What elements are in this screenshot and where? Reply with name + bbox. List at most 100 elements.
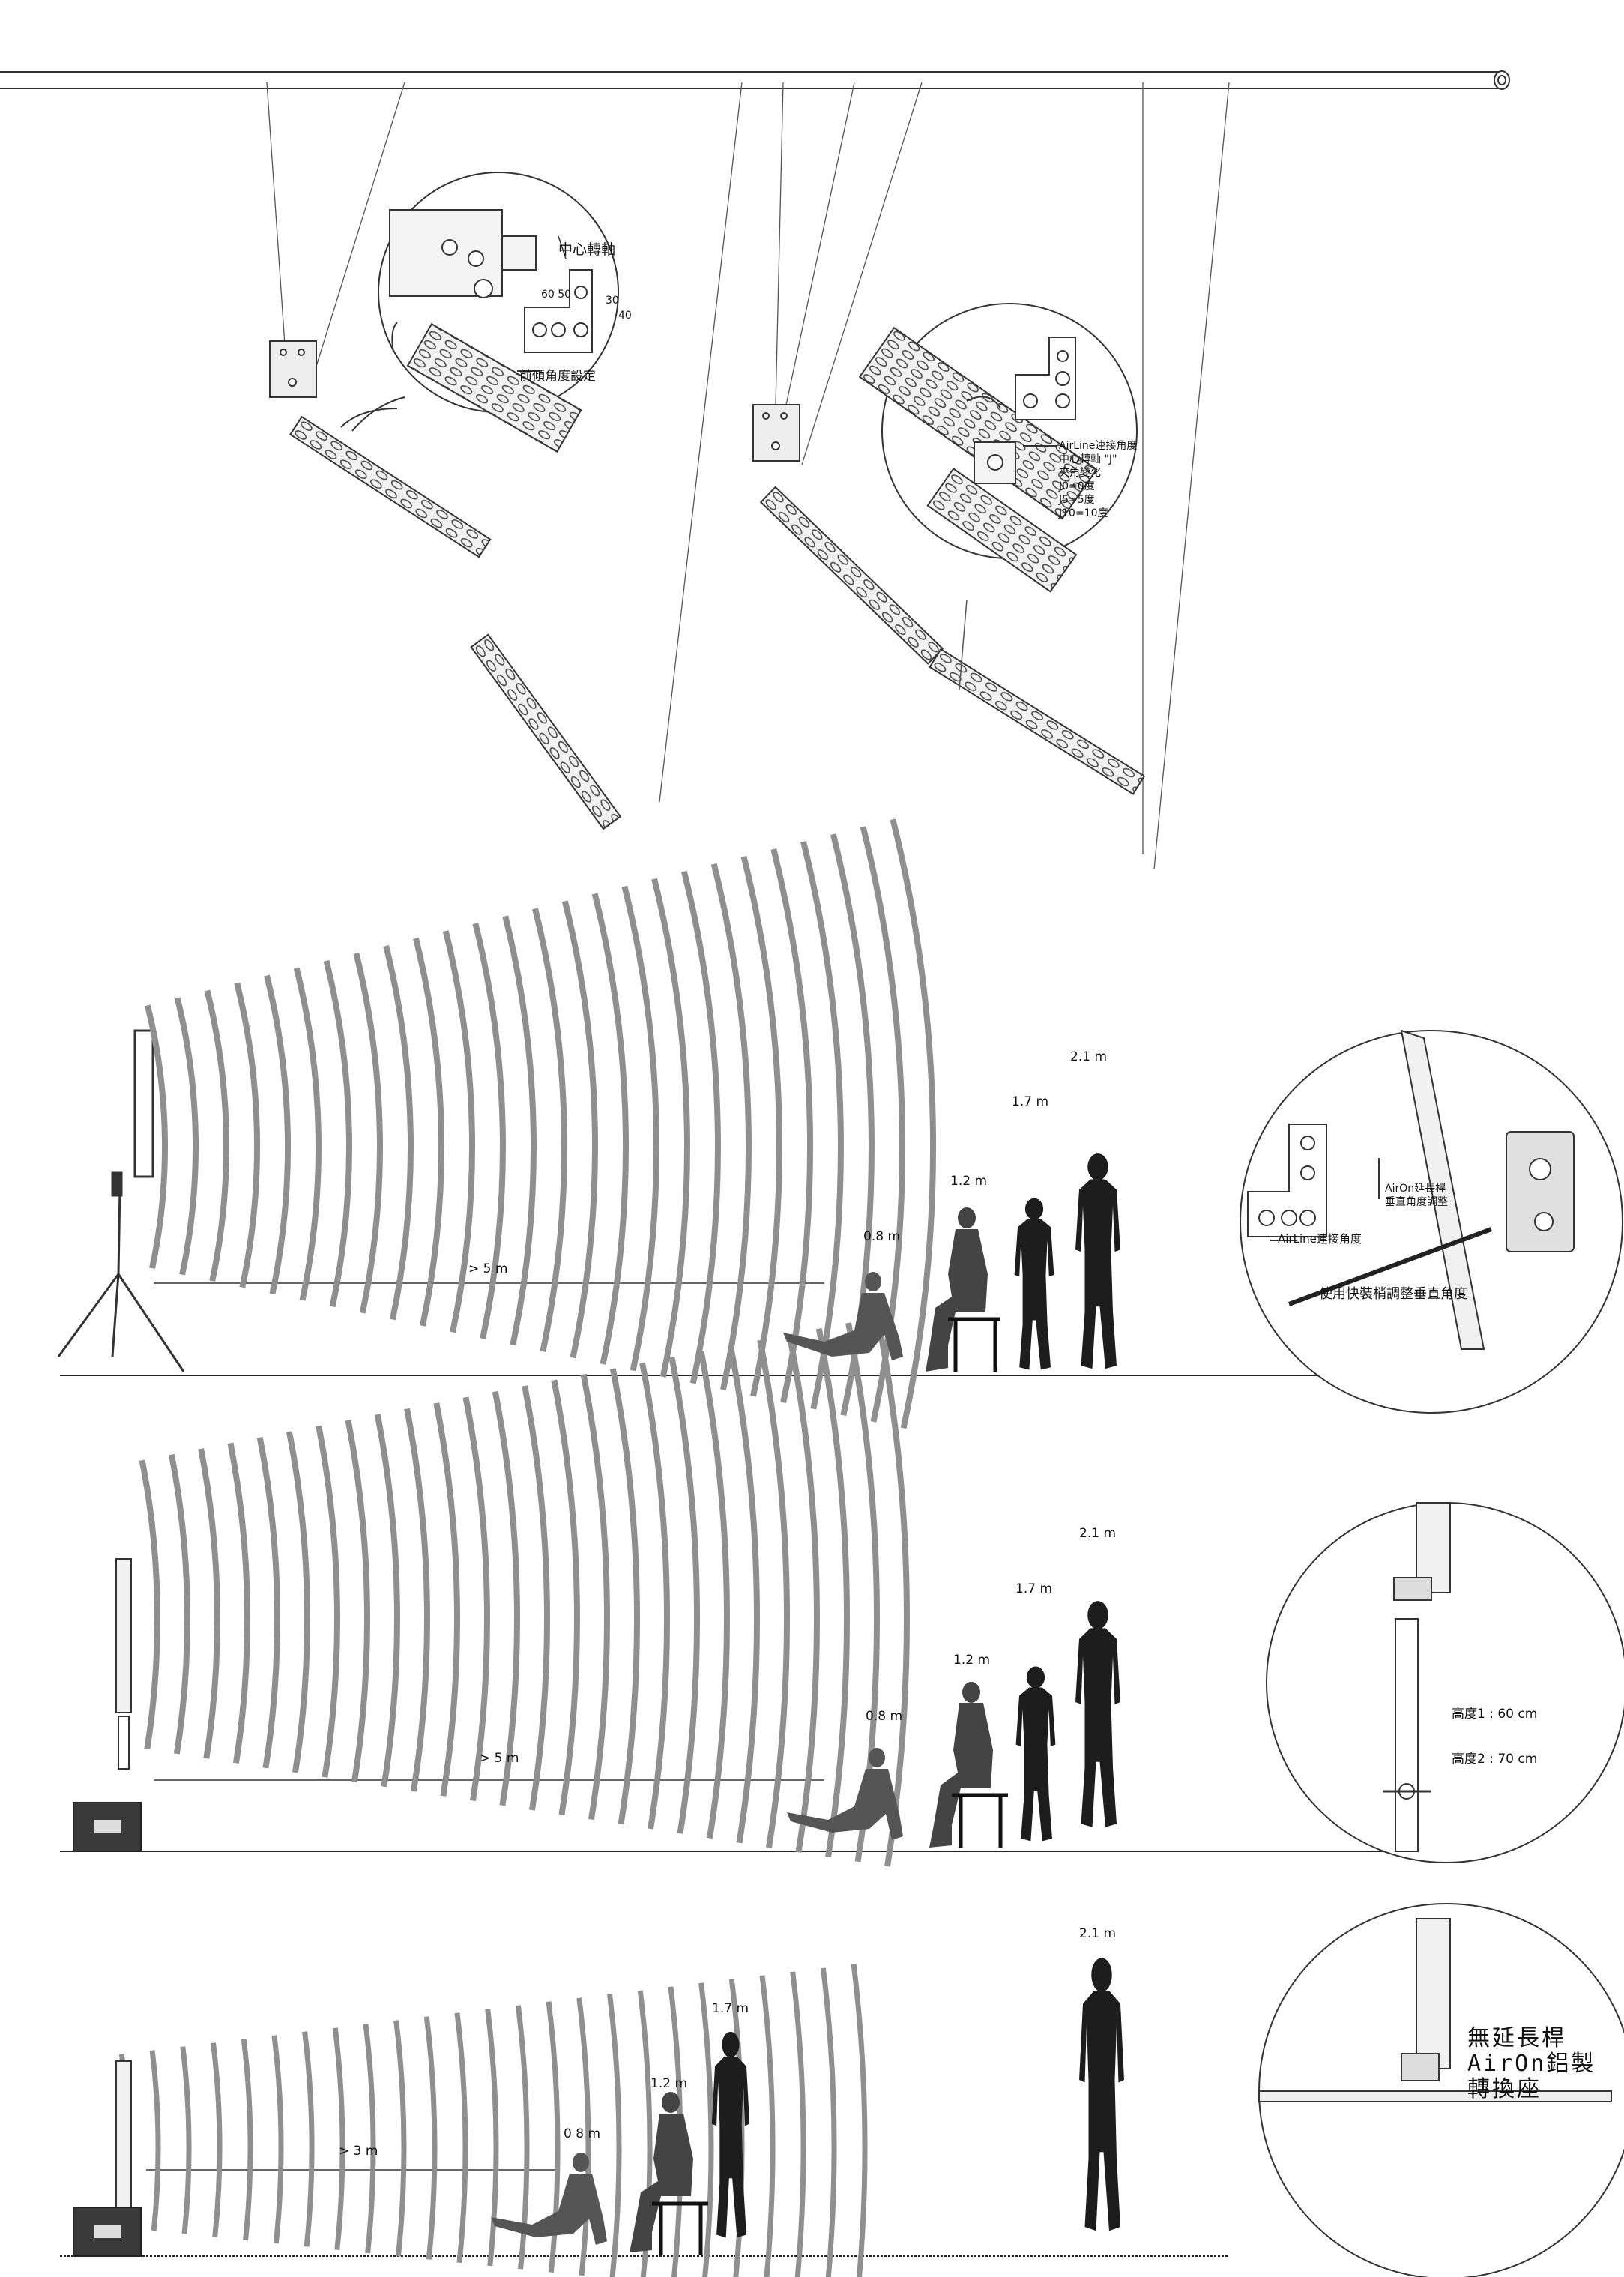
sound-wave-arc — [851, 1964, 868, 2277]
pivot-label: 中心轉軸 — [558, 241, 616, 258]
sound-wave-arc — [515, 2005, 530, 2270]
sound-wave-arc — [710, 863, 752, 1390]
left-line-array — [269, 340, 622, 830]
sound-wave-arc — [442, 930, 476, 1333]
sound-wave — [118, 818, 937, 2277]
angle-label: 40 — [618, 310, 632, 322]
height-2-label: 高度2 : 70 cm — [1452, 1752, 1538, 1767]
suspension-cables — [266, 82, 1230, 870]
j0-label: J0=0度 — [1059, 480, 1095, 492]
angle-label: 60 50 — [541, 289, 572, 301]
callout-line-3: 轉換座 — [1467, 2076, 1542, 2102]
detail-callout-circle — [1240, 1029, 1623, 1414]
person-silhouette — [1014, 1198, 1054, 1370]
sound-wave-arc — [580, 1373, 610, 1821]
sound-wave-arc — [591, 893, 629, 1365]
sound-wave-arc — [546, 2001, 561, 2273]
stool — [652, 2201, 708, 2255]
sound-wave-arc — [423, 2016, 438, 2260]
height-label: 1.7 m — [1012, 1094, 1048, 1109]
height-label: 1.7 m — [712, 2001, 749, 2016]
quick-pin-label: 使用快裝梢調整垂直角度 — [1319, 1286, 1467, 1302]
distance-label: > 5 m — [468, 1261, 508, 1276]
sound-wave-arc — [472, 923, 506, 1339]
sound-wave-arc — [740, 855, 782, 1397]
sound-wave-arc — [532, 908, 567, 1352]
sound-wave-arc — [820, 1967, 837, 2277]
angle-plate — [1015, 337, 1076, 420]
distance-label: > 5 m — [480, 1751, 519, 1766]
detail-callout-circle — [1258, 1903, 1624, 2277]
sound-wave-arc — [698, 1982, 714, 2277]
height-label: 1.2 m — [650, 2076, 687, 2091]
sound-wave-arc — [227, 1442, 251, 1764]
sound-wave-arc — [462, 1396, 490, 1802]
sound-wave-arc — [609, 1368, 641, 1825]
angle-plate — [1247, 1124, 1327, 1237]
person-silhouette — [926, 1207, 988, 1372]
sound-wave-arc — [551, 1379, 580, 1815]
sound-wave-arc — [454, 2012, 468, 2264]
height-label: 2.1 m — [1079, 1926, 1116, 1941]
person-silhouette — [630, 2092, 693, 2252]
sound-wave-arc — [144, 1004, 168, 1270]
person-silhouette — [1075, 1153, 1120, 1369]
pivot-j-label: 中心轉軸 "J" — [1059, 453, 1117, 465]
callout-line-1: 無延長桿 — [1467, 2025, 1566, 2051]
airline-angle-label: AirLine連接角度 — [1278, 1232, 1362, 1246]
curved-arrow-icon — [340, 408, 398, 428]
height-label: 2.1 m — [1079, 1526, 1116, 1541]
line-array-speaker — [115, 1558, 132, 1770]
distance-label: > 3 m — [339, 2144, 378, 2159]
sound-wave-arc — [332, 2027, 345, 2250]
truss-pipe — [0, 70, 1510, 90]
sound-wave-arc — [492, 1390, 520, 1806]
sound-wave-arc — [502, 915, 537, 1346]
sound-wave-arc — [607, 1994, 622, 2277]
sound-wave-arc — [413, 938, 445, 1327]
sound-wave-arc — [234, 982, 261, 1288]
sound-wave-arc — [374, 1414, 400, 1788]
angle-change-label: 夾角變化 — [1059, 467, 1101, 479]
height-label: 0.8 m — [863, 1229, 900, 1244]
sound-wave-arc — [286, 1431, 310, 1773]
sound-wave-arc — [316, 1425, 341, 1778]
sound-wave-arc — [576, 1997, 591, 2276]
j10-label: J10=10度 — [1059, 507, 1108, 519]
sound-wave-arc — [759, 1975, 776, 2277]
line-array-speaker — [470, 633, 622, 830]
sound-wave-arc — [302, 2031, 315, 2247]
height-label: 0.8 m — [866, 1709, 902, 1724]
sound-wave-arc — [668, 1357, 701, 1834]
stool — [952, 1793, 1008, 1848]
airline-angle-label: AirLine連接角度 — [1059, 440, 1138, 452]
sound-wave-arc — [404, 1408, 430, 1792]
sound-wave-arc — [256, 1436, 281, 1769]
sound-wave-arc — [323, 959, 352, 1308]
sound-wave-arc — [204, 989, 229, 1282]
line-array-speaker — [289, 415, 492, 558]
sound-wave-arc — [790, 1971, 806, 2277]
sound-wave-arc — [383, 945, 414, 1321]
sound-wave-arc — [293, 967, 322, 1301]
sound-wave-arc — [639, 1362, 671, 1830]
sound-wave-arc — [241, 2039, 253, 2241]
sound-wave-arc — [363, 2024, 376, 2254]
line-array-speaker — [759, 486, 944, 665]
sound-wave-arc — [174, 997, 199, 1276]
sound-wave-arc — [353, 952, 383, 1314]
person-silhouette — [1075, 1601, 1120, 1827]
sound-wave-arc — [271, 2035, 284, 2244]
person-silhouette — [787, 1748, 903, 1840]
sound-wave-arc — [786, 1333, 820, 1853]
sound-wave-arc — [433, 1402, 460, 1797]
sound-wave-arc — [180, 2046, 192, 2234]
sound-wave-arc — [757, 1339, 790, 1848]
arrow-icon — [959, 599, 968, 690]
person-silhouette — [1079, 1958, 1124, 2231]
height-label: 0 8 m — [564, 2126, 600, 2141]
stool — [948, 1317, 1000, 1372]
sound-wave-arc — [770, 848, 813, 1404]
detail-callout-circle — [351, 172, 619, 453]
sound-wave-arc — [168, 1453, 190, 1755]
